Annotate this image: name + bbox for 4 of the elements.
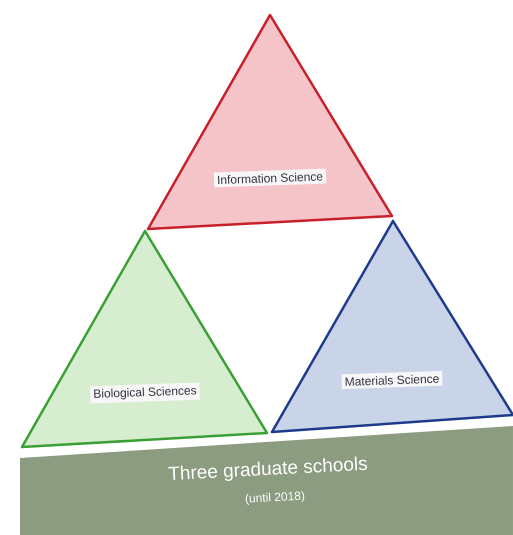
- base-band: Three graduate schools (until 2018): [20, 426, 513, 535]
- triangle: Materials Science: [270, 220, 513, 434]
- triangle: Information Science: [146, 14, 394, 230]
- triangle: Biological Sciences: [20, 230, 268, 448]
